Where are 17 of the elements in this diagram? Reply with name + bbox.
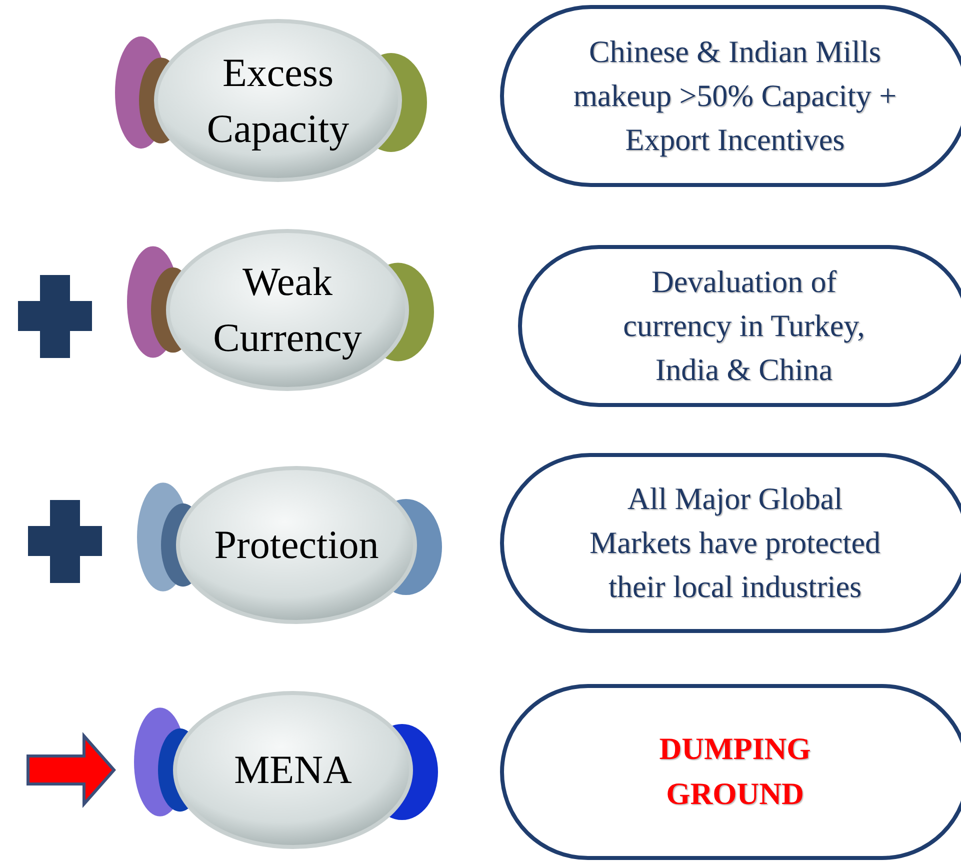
arrow xyxy=(26,732,116,808)
rounded-box xyxy=(518,245,961,407)
node-label: Protection xyxy=(213,521,380,569)
description-text: Chinese & Indian Mills makeup >50% Capacity + Export Incentives xyxy=(572,32,898,159)
oval-node xyxy=(175,465,418,625)
rounded-box xyxy=(500,5,961,187)
rounded-box xyxy=(500,684,961,860)
node-label: Weak Currency xyxy=(212,258,363,362)
description-text: All Major Global Markets have protected their local industries xyxy=(588,480,882,606)
oval-node xyxy=(165,228,410,392)
rounded-box xyxy=(500,453,961,633)
node-label: MENA xyxy=(233,746,353,794)
description-text: DUMPING GROUND xyxy=(658,730,812,813)
oval-node xyxy=(153,18,403,183)
node-label: Excess Capacity xyxy=(206,48,350,153)
description-text: Devaluation of currency in Turkey, India & China xyxy=(622,262,866,389)
oval-node xyxy=(172,690,414,850)
